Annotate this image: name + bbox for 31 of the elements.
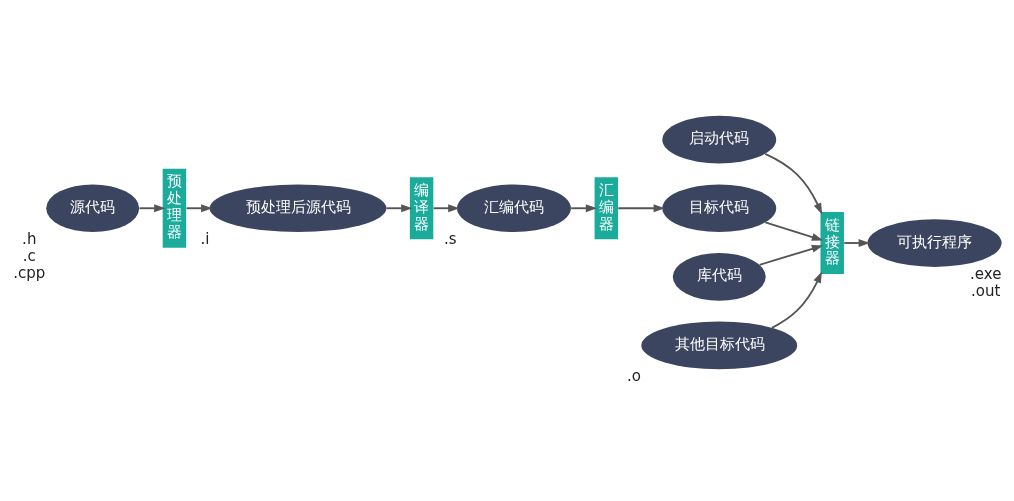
node-ellipse: 库代码 <box>672 252 766 301</box>
node-ellipse: 预处理后源代码 <box>209 183 387 232</box>
arrow <box>185 203 213 212</box>
node-ellipse: 目标代码 <box>662 183 777 232</box>
arrow <box>843 238 870 247</box>
node-label: .c <box>22 246 36 265</box>
arrow <box>138 203 166 212</box>
node-label: .o <box>627 366 642 385</box>
arrow <box>764 152 823 214</box>
node-label: .out <box>970 281 1001 300</box>
arrow <box>432 203 460 212</box>
node-ellipse: 启动代码 <box>662 115 777 164</box>
node-label: .i <box>200 229 210 248</box>
arrow <box>771 271 822 329</box>
node-ellipse: 其他目标代码 <box>641 321 798 369</box>
node-label: .s <box>443 229 457 248</box>
node-label: .exe <box>969 264 1002 283</box>
arrow <box>758 244 824 266</box>
arrow <box>570 203 598 212</box>
node-box: 编译器 <box>409 176 434 239</box>
node-box: 预处理器 <box>162 168 187 248</box>
node-ellipse: 可执行程序 <box>867 218 1002 267</box>
node-box: 链接器 <box>820 211 844 274</box>
arrow <box>764 220 824 241</box>
node-label: .h <box>22 229 37 248</box>
arrow <box>617 203 665 212</box>
node-box: 汇编器 <box>594 176 619 239</box>
node-ellipse: 汇编代码 <box>457 183 571 232</box>
arrow <box>385 203 413 212</box>
node-ellipse: 源代码 <box>46 183 140 232</box>
node-label: .cpp <box>13 263 46 282</box>
